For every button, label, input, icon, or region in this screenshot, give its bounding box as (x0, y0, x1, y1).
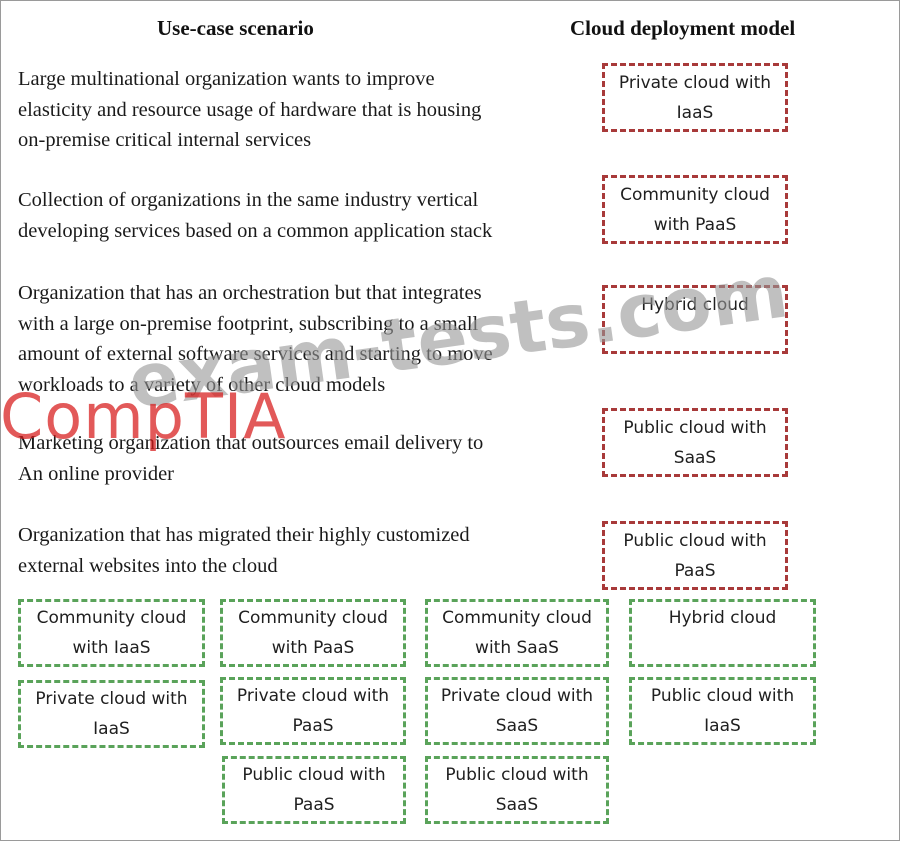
option-line: Community cloud (442, 608, 592, 628)
option-line: with PaaS (271, 638, 355, 658)
target-line: with PaaS (653, 214, 737, 235)
scenario-line: external websites into the cloud (18, 554, 278, 577)
drop-target-3[interactable]: Hybrid cloud (602, 285, 788, 354)
option-community-paas[interactable]: Community cloud with PaaS (220, 599, 406, 667)
option-line: PaaS (292, 716, 334, 736)
option-community-saas[interactable]: Community cloud with SaaS (425, 599, 609, 667)
option-line: Private cloud with (35, 689, 188, 709)
drop-target-5[interactable]: Public cloud with PaaS (602, 521, 788, 590)
scenario-line: with a large on-premise footprint, subsc… (18, 312, 479, 335)
target-line: Public cloud with (623, 530, 767, 551)
option-public-saas[interactable]: Public cloud with SaaS (425, 756, 609, 824)
scenario-line: Organization that has an orchestration b… (18, 282, 482, 304)
target-line: Private cloud with (618, 72, 772, 93)
scenario-4: Marketing organization that outsources e… (18, 428, 578, 489)
scenario-line: An online provider (18, 462, 174, 485)
option-line: SaaS (495, 795, 539, 815)
option-line: Hybrid cloud (668, 608, 777, 628)
scenario-5: Organization that has migrated their hig… (18, 520, 578, 581)
scenario-1: Large multinational organization wants t… (18, 64, 578, 156)
option-private-iaas[interactable]: Private cloud with IaaS (18, 680, 205, 748)
option-community-iaas[interactable]: Community cloud with IaaS (18, 599, 205, 667)
drop-target-2[interactable]: Community cloud with PaaS (602, 175, 788, 244)
option-line: Public cloud with (242, 765, 386, 785)
target-line: SaaS (673, 447, 717, 468)
scenario-line: Large multinational organization wants t… (18, 68, 435, 90)
option-line: PaaS (293, 795, 335, 815)
scenario-3: Organization that has an orchestration b… (18, 278, 578, 400)
option-public-paas[interactable]: Public cloud with PaaS (222, 756, 406, 824)
option-hybrid[interactable]: Hybrid cloud (629, 599, 816, 667)
scenario-line: workloads to a variety of other cloud mo… (18, 373, 386, 396)
scenario-line: amount of external software services and… (18, 343, 493, 365)
option-line: Community cloud (36, 608, 187, 628)
scenario-line: Marketing organization that outsources e… (18, 432, 484, 454)
drop-target-4[interactable]: Public cloud with SaaS (602, 408, 788, 477)
drop-target-1[interactable]: Private cloud with IaaS (602, 63, 788, 132)
header-deployment-model: Cloud deployment model (570, 16, 796, 40)
scenario-line: Organization that has migrated their hig… (18, 524, 470, 546)
option-line: IaaS (93, 719, 130, 739)
option-public-iaas[interactable]: Public cloud with IaaS (629, 677, 816, 745)
option-line: Private cloud with (440, 686, 594, 706)
option-line: Public cloud with (650, 686, 795, 706)
scenario-line: Collection of organizations in the same … (18, 189, 479, 211)
option-line: SaaS (495, 716, 539, 736)
header-use-case: Use-case scenario (157, 16, 314, 40)
option-line (632, 633, 813, 663)
option-line: IaaS (704, 716, 741, 736)
target-line: Community cloud (620, 184, 770, 205)
scenario-line: elasticity and resource usage of hardwar… (18, 98, 482, 121)
target-line: PaaS (674, 560, 716, 581)
scenario-2: Collection of organizations in the same … (18, 185, 578, 246)
target-line (605, 320, 785, 350)
option-line: Community cloud (238, 608, 388, 628)
target-line: Hybrid cloud (641, 294, 749, 315)
target-line: IaaS (676, 102, 714, 123)
option-line: with IaaS (72, 638, 151, 658)
option-private-saas[interactable]: Private cloud with SaaS (425, 677, 609, 745)
option-line: Private cloud with (236, 686, 390, 706)
scenario-line: developing services based on a common ap… (18, 219, 493, 242)
option-private-paas[interactable]: Private cloud with PaaS (220, 677, 406, 745)
target-line: Public cloud with (623, 417, 767, 438)
option-line: Public cloud with (445, 765, 589, 785)
option-line: with SaaS (475, 638, 559, 658)
scenario-line: on-premise critical internal services (18, 129, 312, 151)
